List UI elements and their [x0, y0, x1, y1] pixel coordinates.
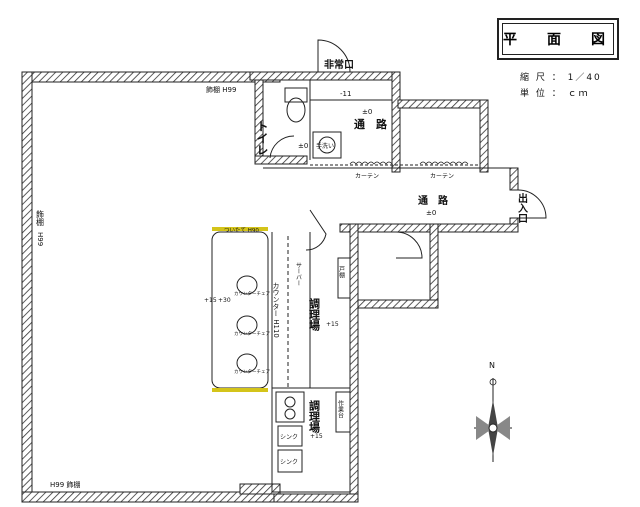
doors [269, 39, 547, 259]
worktable-label: 作業台 [337, 399, 344, 419]
inner-lines [211, 80, 510, 493]
shelf-left-label: 飾棚 [36, 209, 45, 227]
sink-2-box [277, 449, 303, 473]
wall-right-toilet [391, 71, 401, 173]
wall-right-lower [349, 223, 359, 503]
counter-chair-3: カウンターチェア [234, 368, 270, 375]
title-box: 平 面 図 [497, 18, 619, 60]
north-label: N [489, 361, 495, 370]
emergency-exit-label: 非常口 [324, 58, 354, 71]
wall-top-main [21, 71, 281, 83]
burner-1 [284, 396, 296, 408]
curtain-1-label: カーテン [355, 173, 379, 180]
kitchen-1-label: 調理場 [308, 297, 321, 332]
scale-value: 1／40 [567, 73, 602, 83]
curtains [349, 161, 469, 165]
toilet-cistern [284, 87, 308, 103]
wall-bottom-left-corner [239, 483, 281, 495]
unit-row: 単 位 ： ｃｍ [520, 86, 590, 99]
level-pm0-toilet: ±0 [298, 142, 308, 150]
counter-label: カウンター H110 [272, 282, 280, 338]
toilet-bowl [286, 97, 306, 123]
toilet-door [269, 135, 295, 159]
wall-mid-right [429, 223, 439, 309]
wall-toilet-bottom [254, 155, 308, 165]
counter-top [211, 231, 269, 389]
wall-top-passage [397, 99, 489, 109]
walls [21, 71, 519, 503]
kitchen-2-level: +15 [310, 433, 323, 440]
sink-1-box [277, 425, 303, 447]
passage-door [305, 209, 327, 251]
counter-chair-1: カウンターチェア [234, 290, 270, 297]
toilet-label: トイレ [255, 120, 269, 156]
level-p15: +15 [204, 297, 217, 304]
wall-bottom-right [273, 493, 359, 503]
shelf-bottom-label: H99 飾棚 [50, 480, 80, 489]
shelf-left-h: H99 [36, 232, 44, 246]
curtain-2-label: カーテン [430, 173, 454, 180]
level-pm0-upper: ±0 [362, 108, 372, 116]
kitchen-2-label: 調理場 [308, 399, 321, 434]
level-pm0-main: ±0 [426, 209, 436, 217]
chair-2 [236, 315, 258, 335]
wall-left [21, 71, 33, 503]
passage-main-label: 通 路 [418, 194, 449, 207]
server-label: サーバー [295, 262, 302, 286]
handwash-basin [318, 136, 336, 154]
cabinet-box [337, 257, 351, 299]
chair-3 [236, 353, 258, 373]
wall-right-passage [479, 99, 489, 173]
cabinet-label: 戸棚 [338, 266, 345, 279]
level-minus11: -11 [340, 90, 351, 98]
unit-value: ｃｍ [567, 89, 590, 99]
partition-label: ついたて H90 [224, 227, 259, 234]
chair-1 [236, 275, 258, 295]
handwash-label: 手洗い [316, 142, 334, 150]
shelf-top-label: 飾棚 H99 [206, 85, 236, 94]
plan-labels: 非常口 -11 トイレ 手洗い ±0 ±0 通 路 飾棚 H99 飾棚 H99 … [36, 58, 528, 489]
drawing-title: 平 面 図 [502, 23, 614, 55]
unit-label: 単 位 ： [520, 89, 563, 99]
level-p30: +30 [218, 297, 231, 304]
entrance-door [517, 189, 547, 219]
emergency-door [317, 39, 351, 73]
wall-bottom [21, 491, 275, 503]
wall-entrance-bottom [339, 223, 519, 233]
handwash-sink [312, 131, 342, 159]
wall-mid-bottom [355, 299, 439, 309]
curtain-right [419, 161, 469, 165]
passage-upper-label: 通 路 [354, 117, 388, 131]
burner-2 [284, 408, 296, 420]
stove [275, 391, 305, 423]
wall-top-toilet [249, 71, 401, 81]
curtain-left [349, 161, 393, 165]
sink-2-label: シンク [280, 459, 298, 466]
sink-1-label: シンク [280, 434, 298, 441]
kitchen-door [395, 231, 423, 259]
kitchen-1-level: +15 [326, 321, 339, 328]
scale-label: 縮 尺 ： [520, 73, 563, 83]
wall-right-entrance-top [509, 167, 519, 191]
north-compass-icon: N [474, 361, 512, 462]
scale-row: 縮 尺 ： 1／40 [520, 70, 602, 83]
entrance-label: 出入口 [516, 192, 528, 223]
counter-chair-2: カウンターチェア [234, 330, 270, 337]
kitchen-lower-outline [271, 387, 351, 493]
